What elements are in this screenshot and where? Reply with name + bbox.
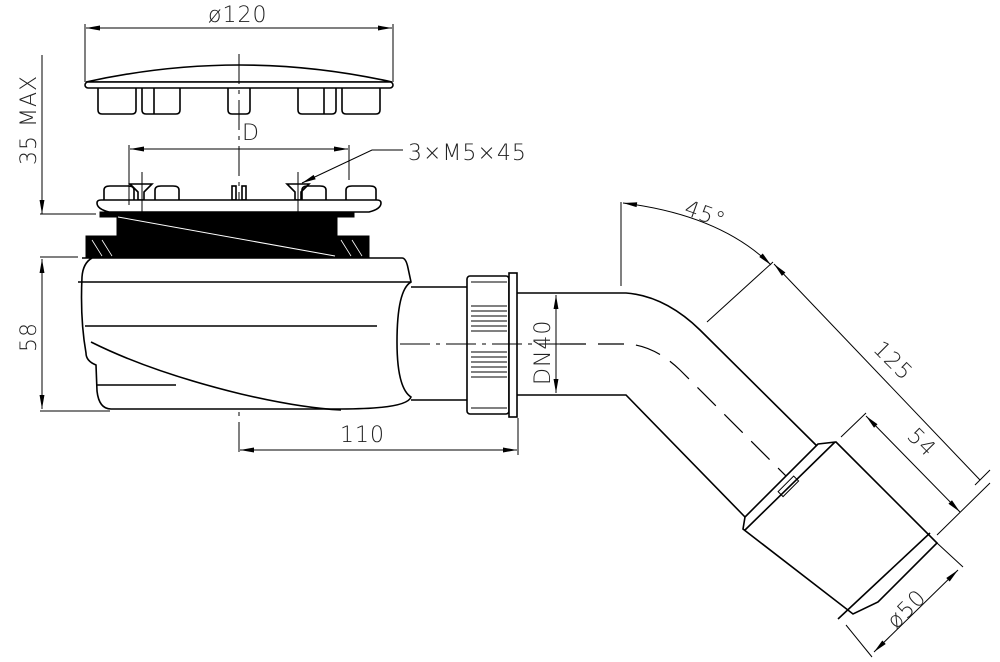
label-outlet-offset: 110 [340,423,385,448]
label-outlet-size: DN40 [531,320,556,385]
label-bend-angle: 45° [681,196,729,234]
dimension-body-height: 58 [17,256,110,412]
dimension-screw-circle: D [128,121,350,215]
label-screws: 3×M5×45 [408,141,527,166]
dimension-bend-length: 125 [706,261,991,486]
outlet-nut [411,272,518,418]
label-socket-length: 54 [902,424,941,463]
label-cover-diameter: ø120 [208,3,267,28]
label-socket-diameter: ø50 [883,585,932,634]
label-screw-circle: D [242,121,260,146]
flange-plate [96,183,382,213]
bend-pipe [517,292,881,571]
label-bend-length: 125 [868,337,917,386]
rubber-gasket [85,211,370,259]
nut-ribs [471,305,507,378]
dimension-bend-angle: 45° [620,196,772,286]
label-body-height: 58 [17,322,42,352]
label-grate-height: 35 MAX [17,75,42,165]
dimension-grate-height: 35 MAX [17,55,96,215]
dimension-outlet-size: DN40 [531,295,559,393]
dimension-screws: 3×M5×45 [301,141,527,184]
dimension-outlet-offset: 110 [240,418,519,455]
trap-body [78,257,412,411]
dimension-cover-diameter: ø120 [84,3,394,82]
